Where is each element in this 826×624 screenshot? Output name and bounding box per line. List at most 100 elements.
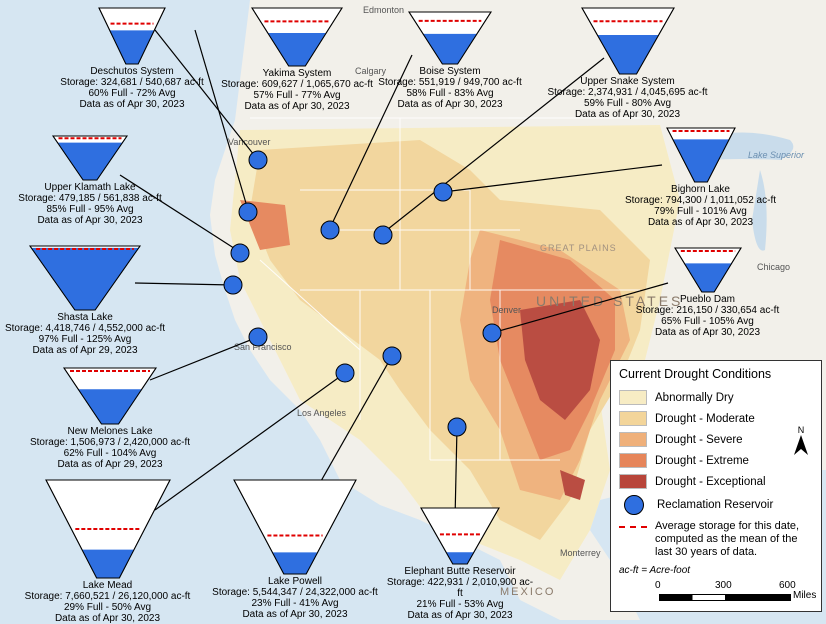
legend: Current Drought Conditions Abnormally Dr…	[610, 360, 822, 612]
reservoir-date: Data as of Apr 30, 2023	[407, 610, 513, 621]
reservoir-callout-lake-powell: Lake Powell Storage: 5,544,347 / 24,322,…	[205, 478, 385, 620]
legend-label: Reclamation Reservoir	[657, 499, 774, 511]
legend-swatch	[619, 432, 647, 447]
legend-item-average: Average storage for this date, computed …	[619, 520, 813, 559]
reservoir-dot-icon	[624, 495, 644, 515]
reservoir-date: Data as of Apr 30, 2023	[397, 99, 503, 110]
gauge-border	[580, 7, 675, 75]
reservoir-dot-yakima	[238, 202, 258, 222]
reservoir-percent: 58% Full - 83% Avg	[406, 88, 494, 99]
reservoir-date: Data as of Apr 30, 2023	[242, 609, 348, 620]
reservoir-date: Data as of Apr 30, 2023	[37, 215, 143, 226]
reservoir-percent: 57% Full - 77% Avg	[253, 90, 341, 101]
reservoir-date: Data as of Apr 30, 2023	[654, 327, 761, 338]
average-line-icon	[619, 526, 647, 528]
reservoir-percent: 23% Full - 41% Avg	[251, 598, 339, 609]
reservoir-callout-shasta: Shasta Lake Storage: 4,418,746 / 4,552,0…	[0, 244, 170, 356]
storage-gauge	[233, 479, 357, 575]
legend-label: Abnormally Dry	[655, 391, 734, 404]
map-label-great-plains: GREAT PLAINS	[540, 243, 617, 253]
legend-swatch	[619, 474, 647, 489]
reservoir-callout-pueblo: Pueblo Dam Storage: 216,150 / 330,654 ac…	[630, 246, 785, 338]
legend-swatch	[619, 411, 647, 426]
scale-tick-label: 300	[715, 580, 732, 591]
storage-gauge	[673, 247, 742, 293]
gauge-border	[233, 479, 357, 575]
north-arrow: N	[793, 425, 809, 459]
legend-item-abnormally-dry: Abnormally Dry	[619, 387, 813, 408]
reservoir-date: Data as of Apr 29, 2023	[57, 459, 163, 470]
reservoir-storage: Storage: 7,660,521 / 26,120,000 ac-ft	[24, 591, 191, 602]
reservoir-dot-pueblo	[482, 323, 502, 343]
storage-gauge	[98, 7, 166, 65]
map-label-lake-superior: Lake Superior	[748, 150, 805, 160]
reservoir-percent: 60% Full - 72% Avg	[88, 88, 176, 99]
reservoir-callout-elephant-butte: Elephant Butte Reservoir Storage: 422,93…	[385, 506, 535, 621]
scale-bar-graphic	[659, 594, 791, 601]
map-label-denver: Denver	[492, 305, 522, 315]
gauge-border	[98, 7, 166, 65]
reservoir-dot-upper-snake	[373, 225, 393, 245]
legend-note: ac-ft = Acre-foot	[619, 565, 691, 576]
reservoir-percent: 21% Full - 53% Avg	[416, 599, 504, 610]
reservoir-storage: Storage: 324,681 / 540,687 ac-ft	[60, 77, 204, 88]
reservoir-percent: 79% Full - 101% Avg	[654, 206, 747, 217]
legend-swatch	[619, 453, 647, 468]
reservoir-name: Upper Snake System	[580, 76, 675, 87]
north-arrow-icon	[794, 435, 808, 455]
reservoir-callout-deschutes: Deschutos System Storage: 324,681 / 540,…	[52, 6, 212, 110]
north-label: N	[797, 425, 805, 435]
reservoir-callout-bighorn: Bighorn Lake Storage: 794,300 / 1,011,05…	[618, 126, 783, 228]
reservoir-callout-boise: Boise System Storage: 551,919 / 949,700 …	[370, 10, 530, 110]
reservoir-name: Pueblo Dam	[679, 294, 736, 305]
storage-gauge	[63, 367, 157, 425]
reservoir-storage: Storage: 216,150 / 330,654 ac-ft	[635, 305, 780, 316]
gauge-water	[57, 142, 123, 180]
legend-label: Drought - Severe	[655, 433, 743, 446]
storage-gauge	[52, 135, 128, 181]
gauge-water	[683, 263, 732, 292]
legend-item-extreme: Drought - Extreme	[619, 450, 813, 471]
legend-item-reservoir: Reclamation Reservoir	[619, 492, 813, 518]
gauge-border	[29, 245, 141, 311]
legend-item-moderate: Drought - Moderate	[619, 408, 813, 429]
reservoir-name: Upper Klamath Lake	[44, 182, 136, 193]
legend-title: Current Drought Conditions	[619, 367, 772, 381]
reservoir-dot-deschutes	[248, 150, 268, 170]
reservoir-name: Yakima System	[262, 68, 332, 79]
reservoir-dot-new-melones	[248, 327, 268, 347]
reservoir-dot-boise	[320, 220, 340, 240]
reservoir-storage: Storage: 551,919 / 949,700 ac-ft	[378, 77, 522, 88]
reservoir-name: Deschutos System	[90, 66, 174, 77]
reservoir-percent: 97% Full - 125% Avg	[38, 334, 132, 345]
gauge-water	[423, 33, 477, 64]
reservoir-percent: 59% Full - 80% Avg	[583, 98, 672, 109]
gauge-border	[251, 7, 343, 67]
reservoir-name: Boise System	[419, 66, 481, 77]
gauge-water	[267, 32, 327, 66]
reservoir-dots	[223, 150, 502, 437]
drought-areas	[230, 125, 680, 580]
reservoir-name: New Melones Lake	[67, 426, 153, 437]
lake-michigan	[752, 170, 767, 251]
map-label-chicago: Chicago	[757, 262, 791, 272]
map-label-san-francisco: San Francisco	[234, 342, 292, 352]
reservoir-percent: 85% Full - 95% Avg	[46, 204, 134, 215]
reservoir-date: Data as of Apr 30, 2023	[54, 613, 161, 624]
reservoir-date: Data as of Apr 30, 2023	[647, 217, 754, 228]
reservoir-dot-lake-powell	[382, 346, 402, 366]
reservoir-dot-upper-klamath	[230, 243, 250, 263]
map-label-monterrey: Monterrey	[560, 548, 601, 558]
legend-item-exceptional: Drought - Exceptional	[619, 471, 813, 492]
reservoir-storage: Storage: 479,185 / 561,838 ac-ft	[18, 193, 162, 204]
reservoir-storage: Storage: 1,506,973 / 2,420,000 ac-ft	[29, 437, 191, 448]
storage-gauge	[420, 507, 500, 565]
map-label-vancouver: Vancouver	[228, 137, 271, 147]
gauge-border	[44, 479, 171, 579]
legend-label: Drought - Moderate	[655, 412, 755, 425]
reservoir-dot-elephant-butte	[447, 417, 467, 437]
scale-bar: 0 300 600 Miles	[619, 580, 816, 616]
reservoir-percent: 62% Full - 104% Avg	[63, 448, 157, 459]
gauge-water	[31, 247, 139, 310]
reservoir-storage: Storage: 5,544,347 / 24,322,000 ac-ft	[212, 587, 378, 598]
